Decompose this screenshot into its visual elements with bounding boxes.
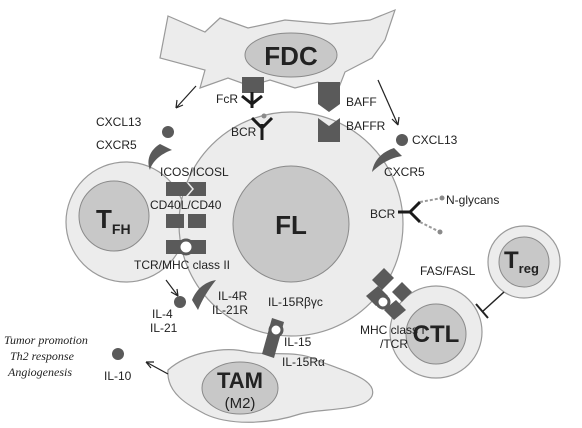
fdc-nucleus <box>244 32 338 78</box>
mhc1-block <box>366 286 388 306</box>
cxcl13-right-dot <box>396 134 408 146</box>
mhc1-label: MHC class I <box>360 323 425 337</box>
peptide-mhc1 <box>375 294 391 310</box>
nglycan-lower <box>419 221 441 233</box>
bcr-right-receptor <box>398 200 422 224</box>
cd40 <box>188 214 206 228</box>
fl-label: FL <box>275 210 307 240</box>
il21-label: IL-21 <box>150 321 178 335</box>
arrow-fdc-to-cxcl13-left <box>175 85 197 109</box>
tumor-promotion-label: Tumor promotion <box>4 333 88 347</box>
peptide-mhc2 <box>177 238 195 256</box>
bcr-right-label: BCR <box>370 207 396 221</box>
il4r-receptor <box>192 280 216 310</box>
nglycan-dot-2 <box>437 229 443 235</box>
icos-left <box>166 182 192 196</box>
tcr-ctl-block <box>384 300 406 320</box>
tcr-mhc2-label: TCR/MHC class II <box>134 258 230 272</box>
cxcr5-left-label: CXCR5 <box>96 138 137 152</box>
ctl-label: CTL <box>413 321 460 348</box>
tam-label: TAM <box>217 368 263 393</box>
cd40l <box>166 214 184 228</box>
icos-label: ICOS/ICOSL <box>160 165 229 179</box>
nglycans-label: N-glycans <box>446 193 499 207</box>
arrow-fdc-to-cxcl13-left-head <box>175 99 184 109</box>
cxcl13-right-label: CXCL13 <box>412 133 458 147</box>
arrow-tam-to-il10 <box>145 361 169 375</box>
il21r-label: IL-21R <box>212 303 248 317</box>
baff-label: BAFF <box>346 95 377 109</box>
baffr-receptor <box>318 118 340 142</box>
icosl-right <box>188 182 206 196</box>
angiogenesis-label: Angiogenesis <box>7 365 72 379</box>
cxcr5-right-label: CXCR5 <box>384 165 425 179</box>
cxcl13-left-label: CXCL13 <box>96 115 142 129</box>
arrow-fdc-to-cxcl13-right-head <box>391 116 400 126</box>
fcr-label: FcR <box>216 92 238 106</box>
il15ra-label: IL-15Rα <box>282 355 325 369</box>
ctl-nucleus <box>405 303 467 365</box>
treg-nucleus <box>498 236 550 288</box>
il15-dot <box>268 322 284 338</box>
antigen-dot <box>261 113 267 119</box>
il4-label: IL-4 <box>152 307 173 321</box>
il15rbgc-label: IL-15Rβγc <box>268 295 323 309</box>
il4r-label: IL-4R <box>218 289 248 303</box>
fcr-receptor-block <box>242 77 264 93</box>
nglycan-dot-1 <box>439 195 445 201</box>
arrow-tam-to-il10-head <box>145 361 154 369</box>
il10-dot <box>112 348 124 360</box>
treg-label: Treg <box>504 247 539 276</box>
tam-nucleus <box>201 361 279 415</box>
fasl-ligand <box>392 282 412 302</box>
bcr-top-receptor <box>250 116 274 140</box>
nglycan-upper <box>419 197 443 203</box>
cd40-label: CD40L/CD40 <box>150 198 222 212</box>
cxcr5-right-receptor <box>372 148 402 172</box>
baff-ligand <box>318 82 340 112</box>
treg-inhibition-bar <box>475 303 489 319</box>
cxcl13-left-dot <box>162 126 174 138</box>
th2-response-label: Th2 response <box>10 349 75 363</box>
bcr-top-label: BCR <box>231 125 257 139</box>
tfh-label: TFH <box>96 204 131 237</box>
treg-inhibition-line <box>481 291 505 313</box>
tcr-label: /TCR <box>380 337 408 351</box>
tam-sub-label: (M2) <box>225 395 256 412</box>
arrow-fdc-to-cxcl13-right <box>377 79 399 126</box>
baffr-label: BAFFR <box>346 119 386 133</box>
arrow-tfh-to-il4 <box>165 279 179 297</box>
tfh-nucleus <box>78 180 150 252</box>
arrow-tfh-to-il4-head <box>170 288 179 297</box>
fas-label: FAS/FASL <box>420 264 476 278</box>
il10-label: IL-10 <box>104 369 132 383</box>
fl-nucleus <box>232 165 350 283</box>
il15-label: IL-15 <box>284 335 312 349</box>
il4-il21-dot <box>174 296 186 308</box>
fas-receptor <box>372 268 394 290</box>
fcr-receptor <box>241 92 263 108</box>
cxcr5-left-receptor <box>148 144 172 170</box>
fdc-label: FDC <box>264 41 318 71</box>
